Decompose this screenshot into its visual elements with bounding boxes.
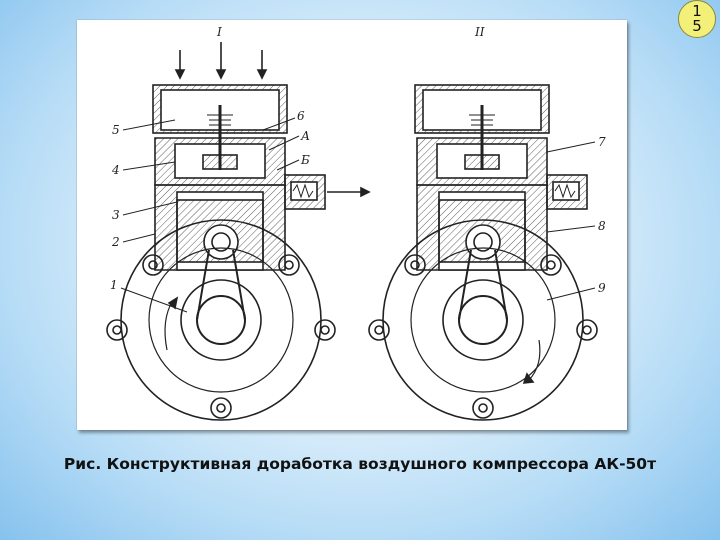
part-label-3: 3 (112, 208, 120, 222)
compressor-drawing-svg: I II 1 2 3 4 5 6 7 8 9 А Б (106, 25, 606, 421)
view-label-1: I (216, 25, 222, 39)
part-label-7: 7 (598, 135, 606, 149)
letter-label-b: Б (300, 153, 310, 167)
part-label-2: 2 (111, 235, 120, 249)
view-2-compressor (368, 84, 598, 421)
letter-label-a: А (300, 129, 310, 143)
figure-caption: Рис. Конструктивная доработка воздушного… (63, 455, 657, 473)
part-label-4: 4 (111, 163, 120, 177)
part-label-1: 1 (110, 278, 118, 292)
part-label-8: 8 (598, 219, 606, 233)
part-label-6: 6 (297, 109, 305, 123)
view-1-compressor (106, 42, 371, 421)
view-label-2: II (474, 25, 485, 39)
slide-number-badge: 15 (678, 0, 716, 38)
compressor-drawing: I II 1 2 3 4 5 6 7 8 9 А Б (77, 20, 627, 430)
part-label-5: 5 (112, 123, 120, 137)
part-label-9: 9 (598, 281, 606, 295)
